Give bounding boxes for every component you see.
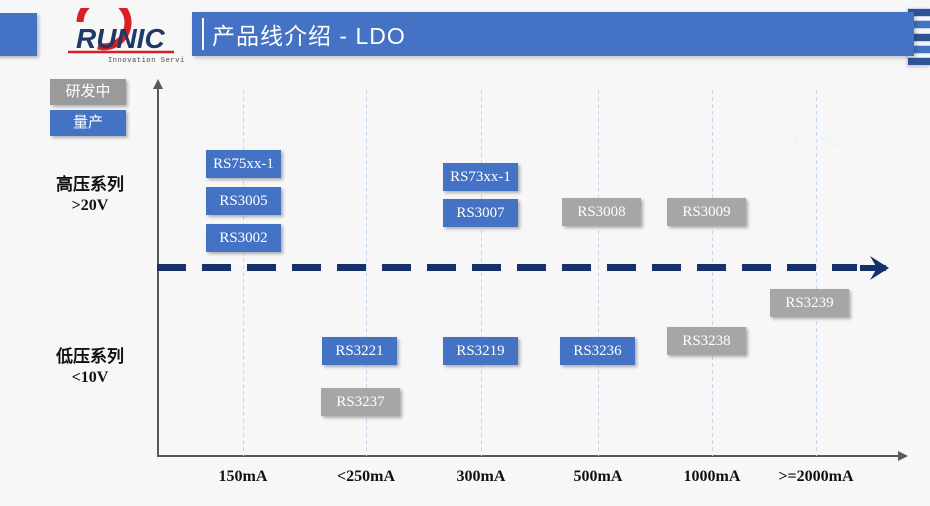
decorative-blue-block-left xyxy=(0,13,37,56)
gridline xyxy=(481,90,482,456)
gridline xyxy=(598,90,599,456)
x-tick-label: 300mA xyxy=(456,468,506,485)
logo-tagline: Innovation Service xyxy=(108,57,184,65)
band-range: <10V xyxy=(71,369,109,386)
y-axis xyxy=(153,79,163,456)
x-tick-label: 500mA xyxy=(573,468,623,485)
product-chip-rs3238[interactable]: RS3238 xyxy=(667,327,746,355)
stack-bar xyxy=(908,32,930,42)
divider-arrow-icon xyxy=(858,253,892,283)
product-chip-rs73xx1[interactable]: RS73xx-1 xyxy=(443,163,518,191)
band-label-low-voltage: 低压系列 <10V xyxy=(30,342,150,387)
x-tick-label: >=2000mA xyxy=(778,468,854,485)
product-chip-rs3237[interactable]: RS3237 xyxy=(321,388,400,416)
product-chip-rs3007[interactable]: RS3007 xyxy=(443,199,518,227)
band-name: 高压系列 xyxy=(56,175,124,194)
legend-item-mass-production[interactable]: 量产 xyxy=(50,110,126,136)
band-label-high-voltage: 高压系列 >20V xyxy=(30,170,150,215)
product-chip-rs3008[interactable]: RS3008 xyxy=(562,198,641,226)
product-chip-rs3002[interactable]: RS3002 xyxy=(206,224,281,252)
voltage-band-divider xyxy=(157,264,857,271)
product-chip-rs875x[interactable]: RS875x xyxy=(793,136,842,152)
x-axis xyxy=(157,451,908,461)
logo-graphic: RUNIC Innovation Service xyxy=(68,8,184,65)
stack-bar xyxy=(908,20,930,30)
product-chip-rs3236[interactable]: RS3236 xyxy=(560,337,635,365)
page-title: 产品线介绍 - LDO xyxy=(212,23,406,49)
runic-logo: RUNIC Innovation Service xyxy=(52,8,184,66)
stack-bar xyxy=(908,8,930,17)
logo-wordmark: RUNIC xyxy=(76,23,165,54)
title-accent-rule xyxy=(202,18,204,50)
gridline xyxy=(243,90,244,456)
product-chip-rs3221[interactable]: RS3221 xyxy=(322,337,397,365)
product-chip-rs75xx1[interactable]: RS75xx-1 xyxy=(206,150,281,178)
gridline xyxy=(712,90,713,456)
x-tick-label: 1000mA xyxy=(683,468,741,485)
stack-bar xyxy=(908,57,930,66)
legend-item-in-development[interactable]: 研发中 xyxy=(50,79,126,105)
band-name: 低压系列 xyxy=(56,347,124,366)
gridline xyxy=(366,90,367,456)
band-range: >20V xyxy=(71,197,109,214)
x-tick-label: 150mA xyxy=(218,468,268,485)
product-chip-rs3239[interactable]: RS3239 xyxy=(770,289,849,317)
gridline xyxy=(816,90,817,456)
slide-title-bar: 产品线介绍 - LDO xyxy=(192,12,914,56)
product-chip-rs3009[interactable]: RS3009 xyxy=(667,198,746,226)
x-tick-label: <250mA xyxy=(337,468,395,485)
product-chip-rs3219[interactable]: RS3219 xyxy=(443,337,518,365)
decorative-blue-stack-right xyxy=(908,8,930,66)
product-chip-rs3005[interactable]: RS3005 xyxy=(206,187,281,215)
stack-bar xyxy=(908,44,930,54)
